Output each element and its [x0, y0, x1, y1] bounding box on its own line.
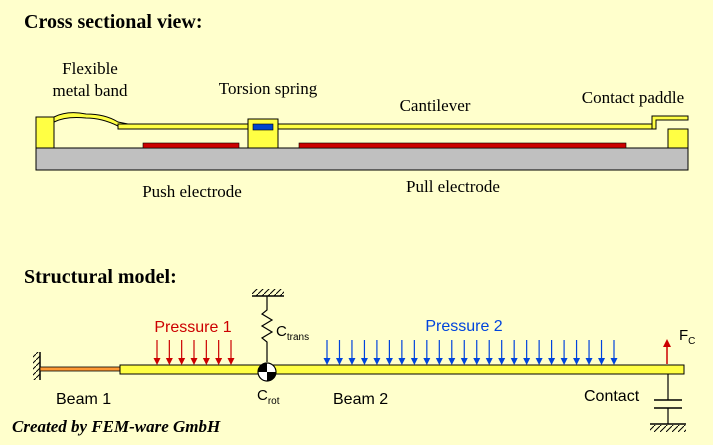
pressure-arrow-head: [153, 358, 161, 365]
pressure-arrow-head: [523, 358, 531, 365]
pull-electrode: [298, 142, 627, 149]
structural-model-heading: Structural model:: [24, 266, 177, 288]
pressure-arrow-head: [227, 358, 235, 365]
beam1: [39, 366, 121, 372]
label-c-trans: Ctrans: [276, 323, 309, 343]
label-metal-band: metal band: [52, 81, 128, 100]
force-arrow-head: [663, 339, 671, 347]
cantilever-beam: [277, 123, 653, 130]
pressure-arrow-head: [335, 358, 343, 365]
label-torsion-spring: Torsion spring: [219, 79, 318, 98]
pressure-arrow-head: [348, 358, 356, 365]
credit-text: Created by FEM-ware GmbH: [12, 417, 221, 436]
pressure-arrow-head: [423, 358, 431, 365]
label-pressure1: Pressure 1: [154, 319, 231, 336]
label-pull-electrode: Pull electrode: [406, 177, 500, 196]
substrate: [35, 147, 689, 171]
label-fc: FC: [679, 327, 695, 347]
rotational-spring-icon: [257, 362, 277, 382]
label-flexible: Flexible: [62, 59, 118, 78]
label-pressure2: Pressure 2: [425, 318, 502, 335]
pressure-arrow-head: [385, 358, 393, 365]
pressure-arrow-head: [460, 358, 468, 365]
pressure-arrow-head: [373, 358, 381, 365]
label-beam2: Beam 2: [333, 391, 388, 408]
pressure-arrow-head: [598, 358, 606, 365]
pressure-arrow-head: [573, 358, 581, 365]
pressure-arrow-head: [498, 358, 506, 365]
pressure-arrow-head: [398, 358, 406, 365]
pressure-arrow-head: [610, 358, 618, 365]
pressure-arrow-head: [448, 358, 456, 365]
pressure-arrow-head: [548, 358, 556, 365]
pressure-arrow-head: [360, 358, 368, 365]
contact-paddle: [651, 115, 689, 130]
pressure-arrow-head: [410, 358, 418, 365]
label-contact-paddle: Contact paddle: [582, 88, 684, 107]
pressure-arrow-head: [485, 358, 493, 365]
pressure-arrow-head: [202, 358, 210, 365]
pressure-arrow-head: [323, 358, 331, 365]
pressure-arrow-head: [165, 358, 173, 365]
label-push-electrode: Push electrode: [142, 182, 242, 201]
pressure-arrow-head: [535, 358, 543, 365]
torsion-spring-mount: [247, 118, 279, 149]
label-c-rot: Crot: [257, 387, 280, 407]
pressure-arrow-head: [178, 358, 186, 365]
label-beam1: Beam 1: [56, 391, 111, 408]
pressure-arrow-head: [560, 358, 568, 365]
pressure-arrow-head: [435, 358, 443, 365]
pressure-arrow-head: [510, 358, 518, 365]
pressure-arrow-head: [215, 358, 223, 365]
right-contact-block: [667, 128, 689, 149]
contact-capacitor-icon: [650, 374, 686, 432]
label-cantilever: Cantilever: [400, 96, 471, 115]
pressure1-arrows: [153, 340, 235, 365]
torsion-spring: [252, 123, 274, 131]
pressure-arrow-head: [585, 358, 593, 365]
push-electrode: [142, 142, 240, 149]
left-anchor: [35, 116, 55, 149]
flexible-metal-band: [53, 112, 129, 129]
beam2: [119, 364, 685, 375]
top-support-hatch: [252, 289, 284, 296]
label-contact: Contact: [584, 388, 640, 405]
translational-spring: [260, 296, 274, 362]
pressure-arrow-head: [190, 358, 198, 365]
cross-section-heading: Cross sectional view:: [24, 11, 203, 33]
left-wall-hatch: [33, 352, 40, 380]
pressure-arrow-head: [473, 358, 481, 365]
band-segment: [117, 123, 251, 130]
pressure2-arrows: [323, 340, 618, 365]
